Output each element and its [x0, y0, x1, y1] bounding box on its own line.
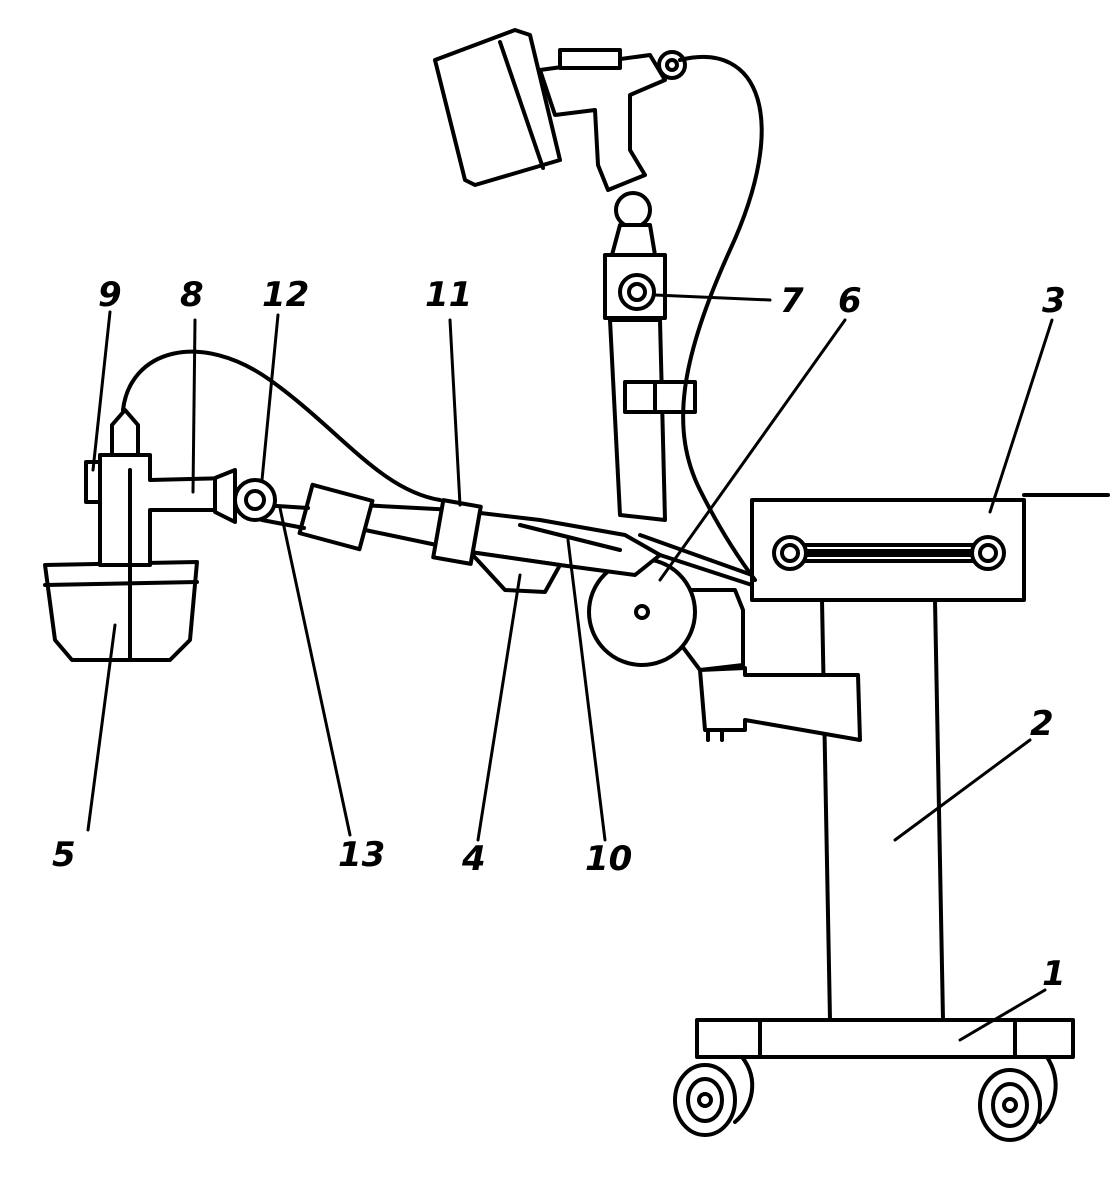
- main-arm: [260, 482, 754, 594]
- control-box: [750, 493, 1110, 602]
- callout-12: 12: [262, 275, 309, 315]
- head-unit: [433, 28, 687, 192]
- callout-6: 6: [838, 281, 862, 321]
- callout-3: 3: [1042, 281, 1066, 321]
- callout-9: 9: [98, 275, 122, 315]
- callout-5: 5: [52, 835, 76, 875]
- upright-arm: [603, 191, 697, 522]
- leader-lines: [86, 293, 1054, 1042]
- support-column: [820, 598, 945, 1022]
- callout-13: 13: [338, 835, 385, 875]
- callout-4: 4: [461, 839, 486, 879]
- head-cable: [678, 54, 764, 582]
- arm-joint: [233, 478, 277, 522]
- callout-8: 8: [180, 275, 204, 315]
- pivot-wheel: [587, 557, 697, 667]
- trolley-base: [673, 1018, 1075, 1142]
- callout-1: 1: [1042, 954, 1066, 994]
- callout-7: 7: [780, 281, 804, 321]
- callout-10: 10: [585, 839, 632, 879]
- callout-11: 11: [425, 275, 472, 315]
- applicator: [43, 408, 237, 662]
- arm-cable: [121, 349, 442, 502]
- callout-2: 2: [1030, 704, 1054, 744]
- callout-labels: 1 2 3 4 5 6 7 8 9 10 11 12 13: [52, 275, 1066, 994]
